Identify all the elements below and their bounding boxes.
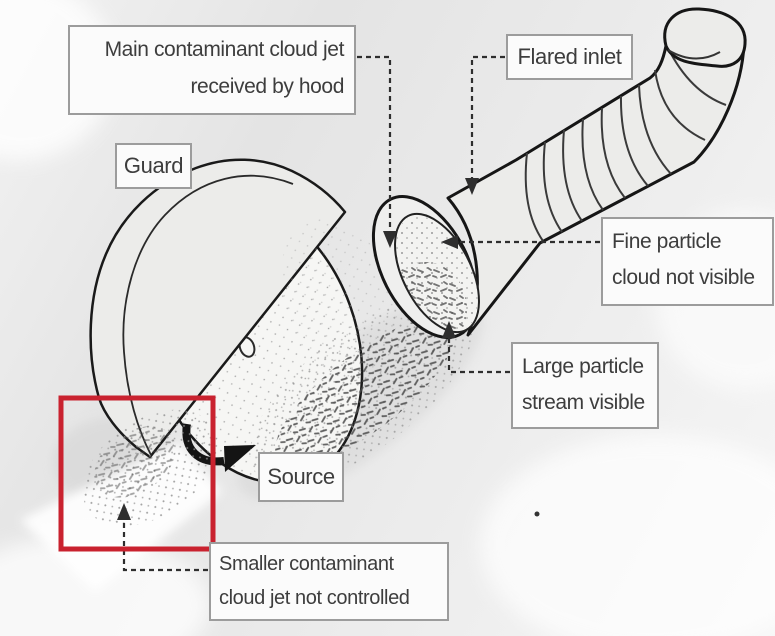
- leader-arrowheads: [117, 178, 479, 520]
- leader-lines: [122, 55, 600, 572]
- arrow-smaller-jet: [117, 503, 131, 520]
- leader-large-particle: [447, 330, 510, 374]
- leader-main-jet: [357, 55, 392, 236]
- label-large-particle-line1: Large particle: [522, 355, 644, 378]
- leader-smaller-jet: [122, 512, 208, 572]
- arrow-fine-particle: [441, 235, 458, 249]
- label-smaller-jet: Smaller contaminant cloud jet not contro…: [209, 542, 449, 621]
- highlight-red-box: [58, 395, 216, 552]
- hose-cuff-fold: [667, 49, 721, 60]
- arrow-large-particle: [442, 321, 456, 338]
- label-main-contaminant-jet-line1: Main contaminant cloud jet: [104, 38, 345, 61]
- label-source-text: Source: [267, 464, 335, 489]
- smaller-cloud: [82, 409, 218, 527]
- label-main-contaminant-jet: Main contaminant cloud jet received by h…: [68, 25, 356, 115]
- stray-dot: [534, 511, 540, 517]
- label-fine-particle-line1: Fine particle: [612, 230, 722, 253]
- label-fine-particle: Fine particle cloud not visible: [601, 217, 774, 306]
- hose-cuff: [663, 7, 747, 68]
- label-smaller-jet-line2: cloud jet not controlled: [219, 587, 410, 609]
- leader-flared-inlet: [470, 55, 505, 183]
- label-flared-inlet: Flared inlet: [506, 34, 633, 80]
- label-fine-particle-line2: cloud not visible: [612, 266, 755, 289]
- label-flared-inlet-text: Flared inlet: [517, 44, 622, 69]
- label-smaller-jet-line1: Smaller contaminant: [219, 553, 394, 575]
- label-main-contaminant-jet-line2: received by hood: [190, 75, 344, 98]
- label-source: Source: [258, 452, 344, 502]
- label-large-particle-line2: stream visible: [522, 391, 645, 414]
- guard-rim-line: [122, 174, 294, 456]
- particle-stream: [249, 217, 475, 485]
- label-guard: Guard: [115, 143, 192, 189]
- arrow-flared-inlet: [465, 178, 479, 195]
- label-large-particle: Large particle stream visible: [511, 342, 659, 429]
- label-guard-text: Guard: [123, 153, 184, 178]
- arrow-main-jet: [383, 231, 397, 248]
